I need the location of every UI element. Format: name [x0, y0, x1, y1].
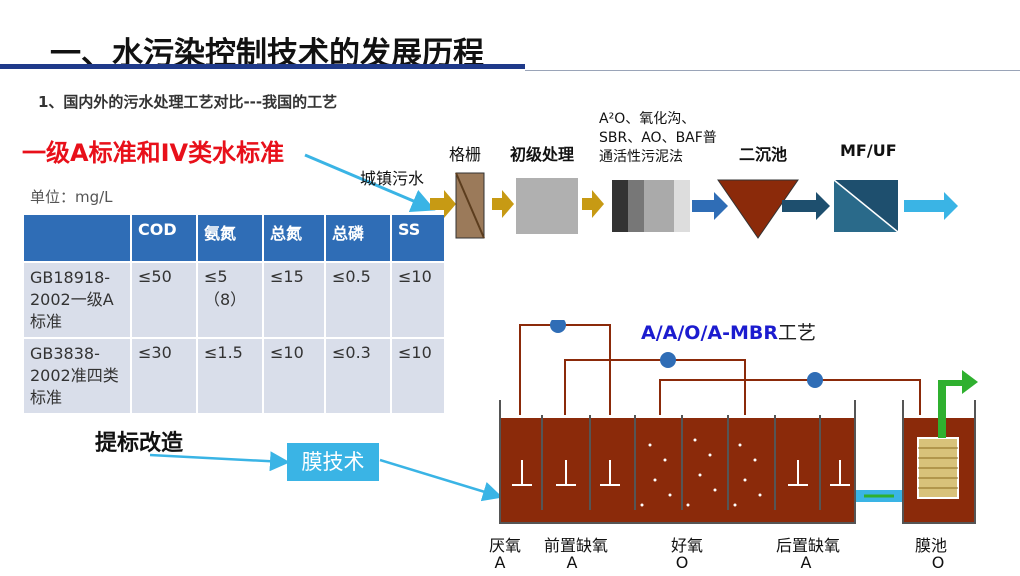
table-header — [24, 215, 130, 261]
membrane-tech-box: 膜技术 — [287, 443, 379, 481]
zone-code: O — [675, 553, 689, 572]
table-cell: ≤30 — [132, 339, 196, 413]
table-cell: ≤0.3 — [326, 339, 390, 413]
table-header: 总磷 — [326, 215, 390, 261]
title-underline — [0, 64, 525, 69]
zone-label: 前置缺氧 — [543, 536, 608, 555]
flow-arrow-icon — [582, 190, 604, 218]
flow-arrow-icon — [492, 190, 514, 218]
title-rule — [525, 70, 1020, 71]
table-row: GB3838-2002准四类标准 ≤30 ≤1.5 ≤10 ≤0.3 ≤10 — [24, 339, 444, 413]
table-header: COD — [132, 215, 196, 261]
zone-label: 厌氧 — [488, 536, 521, 555]
table-cell: ≤10 — [392, 263, 444, 337]
zone-label: 膜池 — [914, 536, 947, 555]
outflow-arrow-icon — [904, 192, 958, 220]
mbr-schematic — [499, 320, 978, 524]
standards-table: COD 氨氮 总氮 总磷 SS GB18918-2002一级A标准 ≤50 ≤5… — [22, 213, 446, 415]
aeration-bubbles — [640, 438, 762, 507]
mbr-title: A/A/O/A-MBR工艺 — [641, 318, 816, 345]
table-cell: ≤10 — [392, 339, 444, 413]
pump-icon — [807, 372, 823, 388]
zone-code: A — [800, 553, 812, 572]
inlet-label: 城镇污水 — [360, 169, 425, 188]
primary-label: 初级处理 — [510, 145, 575, 164]
table-row: GB18918-2002一级A标准 ≤50 ≤5（8） ≤15 ≤0.5 ≤10 — [24, 263, 444, 337]
table-cell: GB18918-2002一级A标准 — [24, 263, 130, 337]
table-header-row: COD 氨氮 总氮 总磷 SS — [24, 215, 444, 261]
table-header: 氨氮 — [198, 215, 262, 261]
table-cell: ≤5（8） — [198, 263, 262, 337]
standard-heading: 一级A标准和IV类水标准 — [22, 139, 285, 167]
table-header: 总氮 — [264, 215, 324, 261]
section-subtitle: 1、国内外的污水处理工艺对比---我国的工艺 — [38, 93, 338, 111]
secondary-tank-icon — [612, 180, 628, 232]
mbr-title-text: A/A/O/A-MBR — [641, 322, 778, 344]
table-cell: ≤50 — [132, 263, 196, 337]
pump-icon — [550, 320, 566, 333]
table-cell: ≤10 — [264, 339, 324, 413]
membrane-label: MF/UF — [840, 141, 897, 160]
flow-arrow-icon — [782, 192, 830, 220]
zone-code: A — [494, 553, 506, 572]
primary-tank-icon — [516, 178, 578, 234]
secondary-label: A²O、氧化沟、SBR、AO、BAF普通活性污泥法 — [599, 111, 717, 165]
screen-label: 格栅 — [449, 145, 482, 164]
clarifier-icon — [717, 179, 799, 239]
process-flow-diagram — [430, 172, 958, 239]
clarifier-label: 二沉池 — [739, 145, 788, 164]
zone-label: 好氧 — [670, 536, 703, 555]
upgrade-pointer-line — [149, 451, 290, 472]
table-cell: ≤0.5 — [326, 263, 390, 337]
pump-icon — [660, 352, 676, 368]
zone-code: A — [566, 553, 578, 572]
table-cell: ≤15 — [264, 263, 324, 337]
membrane-pointer-line — [379, 458, 503, 502]
table-cell: ≤1.5 — [198, 339, 262, 413]
zone-label: 后置缺氧 — [775, 536, 840, 555]
flow-arrow-icon — [692, 192, 728, 220]
zone-code: O — [931, 553, 945, 572]
flow-arrow-icon — [430, 190, 456, 218]
heading-pointer-line — [304, 153, 436, 213]
table-header: SS — [392, 215, 444, 261]
unit-label: 单位：mg/L — [30, 188, 113, 206]
table-cell: GB3838-2002准四类标准 — [24, 339, 130, 413]
mbr-title-suffix: 工艺 — [778, 322, 817, 344]
effluent-arrow-icon — [938, 370, 978, 438]
upgrade-label: 提标改造 — [95, 431, 184, 456]
